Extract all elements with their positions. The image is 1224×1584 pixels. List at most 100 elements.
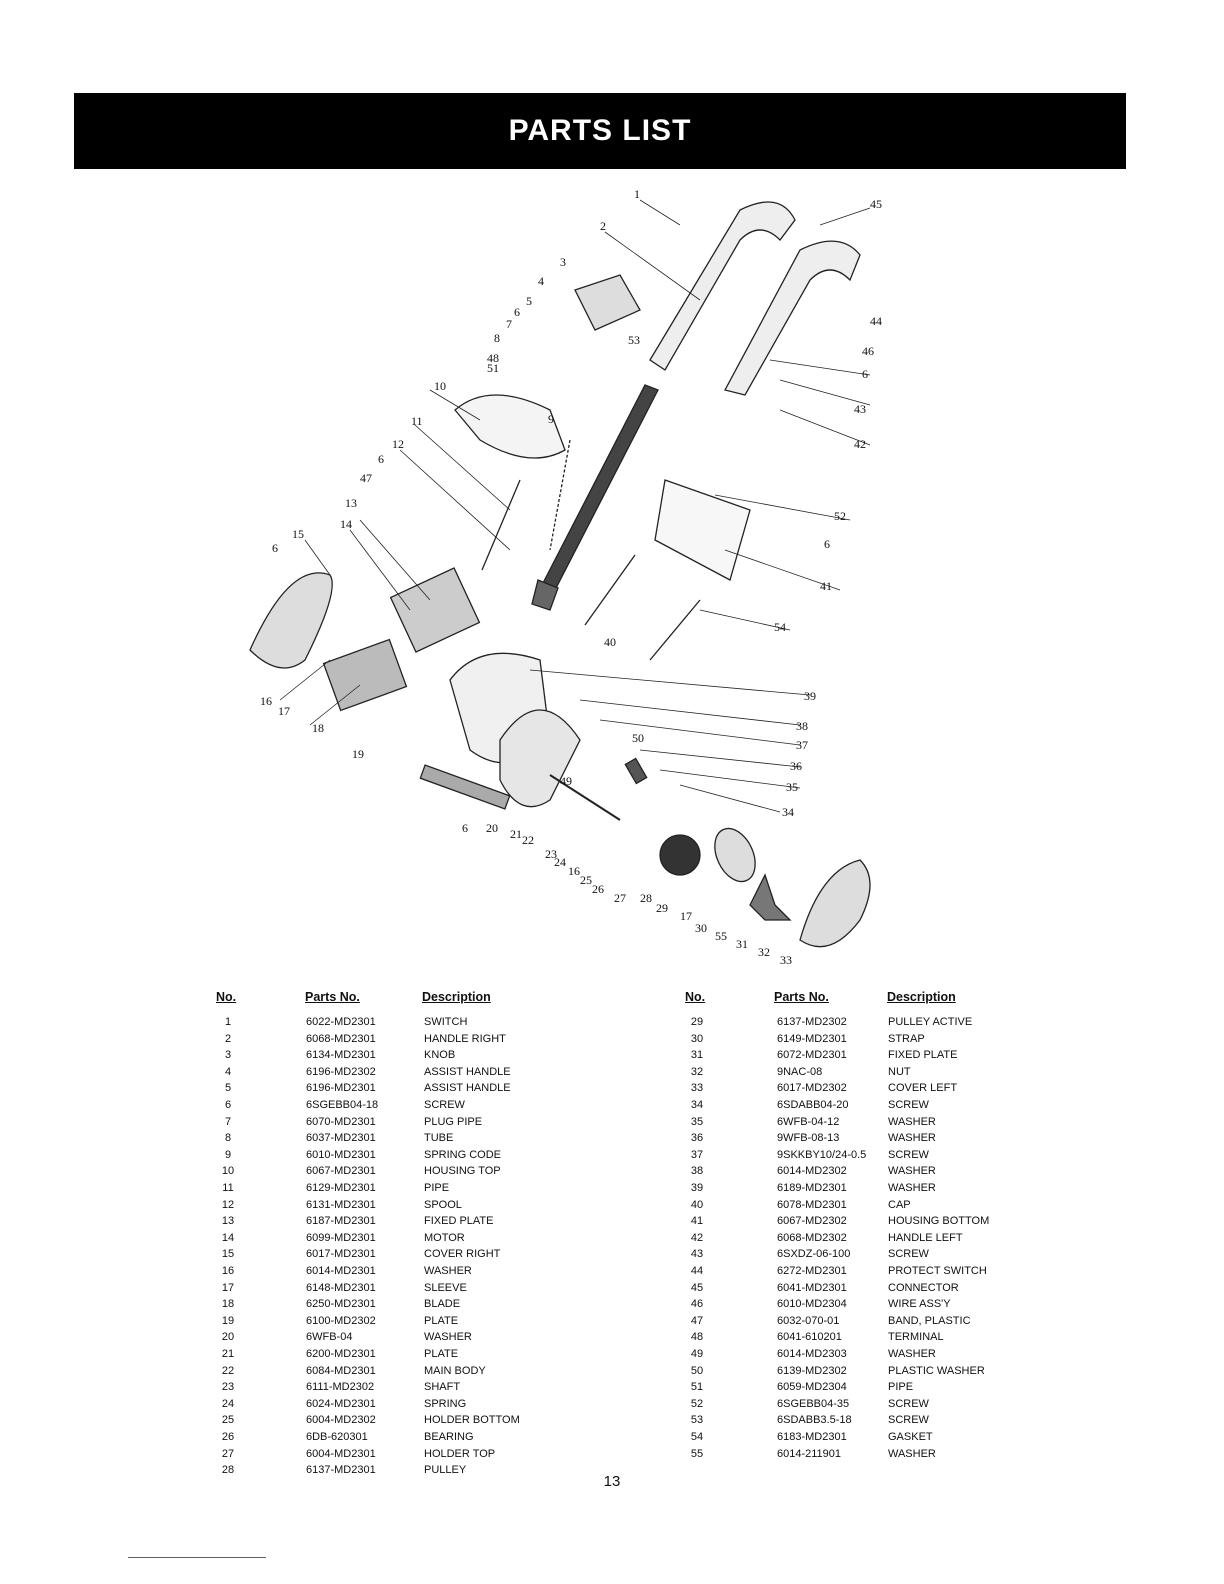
callout-number: 28 xyxy=(640,891,652,905)
cell-no: 35 xyxy=(690,1115,704,1128)
cell-description: PIPE xyxy=(424,1182,450,1194)
cell-description: WASHER xyxy=(424,1265,472,1277)
callout-number: 51 xyxy=(487,361,499,375)
callout-number: 39 xyxy=(804,689,816,703)
cell-parts-no: 6070-MD2301 xyxy=(306,1115,376,1128)
cell-description: HOLDER BOTTOM xyxy=(424,1414,520,1427)
callout-number: 55 xyxy=(715,929,727,943)
cell-parts-no: 6072-MD2301 xyxy=(777,1049,847,1062)
cell-no: 36 xyxy=(690,1132,704,1145)
cell-no: 54 xyxy=(690,1431,704,1443)
callout-number: 6 xyxy=(514,305,520,319)
callout-number: 54 xyxy=(774,620,786,634)
cell-description: WASHER xyxy=(888,1348,936,1360)
cell-description: SCREW xyxy=(888,1414,929,1427)
cell-no: 55 xyxy=(690,1447,704,1460)
callout-number: 46 xyxy=(862,344,874,358)
cell-description: WASHER xyxy=(888,1182,936,1194)
callout-number: 38 xyxy=(796,719,808,733)
cell-parts-no: 6183-MD2301 xyxy=(777,1431,847,1443)
leader-line xyxy=(639,749,801,768)
page-title: PARTS LIST xyxy=(508,114,692,147)
cell-description: ASSIST HANDLE xyxy=(424,1065,511,1078)
cover-right-shape xyxy=(249,572,333,669)
leader-line xyxy=(724,549,841,591)
tube-shape xyxy=(541,384,659,591)
leader-line xyxy=(779,409,871,446)
cell-description: HANDLE RIGHT xyxy=(424,1032,506,1045)
callout-number: 19 xyxy=(352,747,364,761)
cell-no: 41 xyxy=(690,1215,704,1228)
cell-parts-no: 6004-MD2301 xyxy=(306,1447,376,1460)
callout-number: 43 xyxy=(854,402,866,416)
header-parts-no: Parts No. xyxy=(774,990,829,1004)
cell-description: TERMINAL xyxy=(888,1331,944,1344)
cell-no: 10 xyxy=(221,1165,235,1178)
callout-number: 9 xyxy=(548,412,554,426)
callout-number: 30 xyxy=(695,921,707,935)
housing-bottom-shape xyxy=(654,479,751,581)
cell-parts-no: 6099-MD2301 xyxy=(306,1231,376,1244)
motor-shape xyxy=(389,567,481,653)
cell-description: SPOOL xyxy=(424,1198,462,1211)
cell-no: 16 xyxy=(221,1265,235,1277)
cell-no: 33 xyxy=(690,1082,704,1095)
page-number: 13 xyxy=(603,1473,621,1490)
leader-line xyxy=(304,539,331,576)
cell-no: 4 xyxy=(224,1065,232,1078)
leader-line xyxy=(429,389,481,421)
cell-description: PLATE xyxy=(424,1348,459,1360)
cell-parts-no: 6041-610201 xyxy=(777,1331,842,1344)
cell-description: SPRING xyxy=(424,1397,467,1410)
callout-number: 5 xyxy=(526,294,532,308)
callout-number: 48 xyxy=(487,351,499,365)
pipe-shape xyxy=(481,479,521,571)
callout-number: 31 xyxy=(736,937,748,951)
cell-no: 51 xyxy=(690,1381,704,1394)
cell-parts-no: 6010-MD2301 xyxy=(306,1148,376,1161)
callout-number: 41 xyxy=(820,579,832,593)
callout-number: 4 xyxy=(538,274,544,288)
cell-description: SLEEVE xyxy=(424,1281,467,1294)
cell-no: 17 xyxy=(221,1281,235,1294)
cell-description: COVER RIGHT xyxy=(424,1248,501,1261)
fixed-plate-shape xyxy=(749,873,792,921)
callout-number: 16 xyxy=(260,694,272,708)
cell-no: 13 xyxy=(221,1215,235,1228)
cell-parts-no: 6100-MD2302 xyxy=(306,1314,376,1327)
cell-parts-no: 6WFB-04-12 xyxy=(777,1115,840,1128)
callout-number: 32 xyxy=(758,945,770,959)
cell-no: 19 xyxy=(221,1314,235,1327)
cell-parts-no: 9SKKBY10/24-0.5 xyxy=(777,1148,867,1161)
cell-description: CAP xyxy=(888,1198,911,1211)
header-no: No. xyxy=(685,990,706,1004)
header-parts-no: Parts No. xyxy=(305,990,360,1004)
cell-no: 2 xyxy=(224,1032,232,1045)
cell-parts-no: 6SGEBB04-35 xyxy=(777,1397,850,1410)
leader-line xyxy=(659,769,801,789)
cell-description: PULLEY xyxy=(424,1464,467,1477)
cell-parts-no: 6DB-620301 xyxy=(306,1431,368,1443)
blade-shape xyxy=(322,638,408,712)
cell-parts-no: 9NAC-08 xyxy=(777,1065,823,1078)
cell-description: WASHER xyxy=(888,1115,936,1128)
callout-number: 52 xyxy=(834,509,846,523)
cell-description: PROTECT SWITCH xyxy=(888,1265,987,1277)
cell-no: 48 xyxy=(690,1331,704,1344)
housing-top-shape xyxy=(454,394,566,459)
